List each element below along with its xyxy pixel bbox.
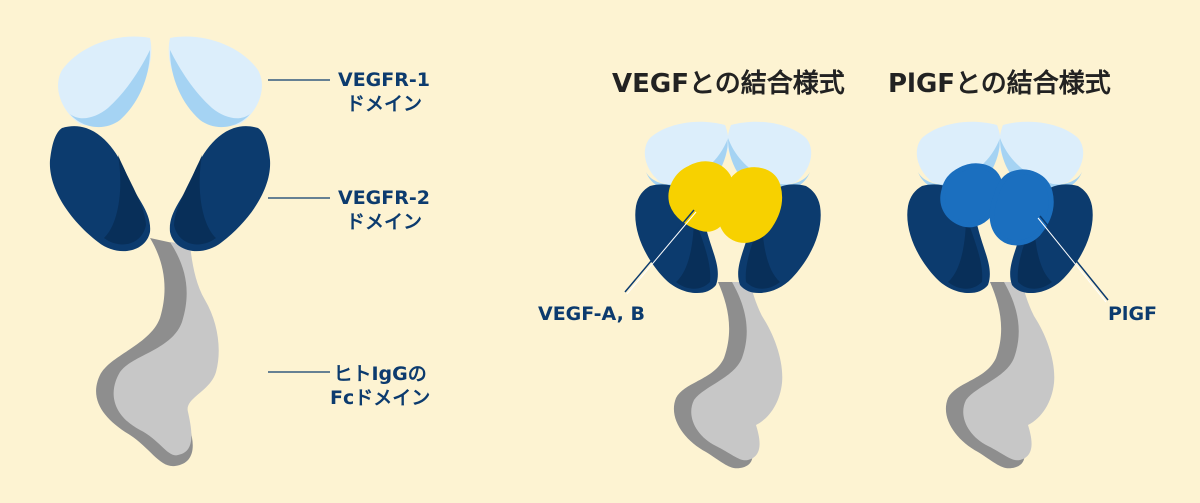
plgf-ligand-pointer-line [1039, 215, 1109, 301]
plgf-ligand-shape [940, 163, 1054, 246]
vegfr1-domain-label: VEGFR-1 ドメイン [338, 68, 430, 116]
vegfr2-label-line2: ドメイン [345, 211, 422, 233]
plgf-ligand-label: PlGF [1108, 303, 1158, 325]
fc-label-line1: ヒトIgGの [333, 363, 427, 385]
vegfr2-domain-label: VEGFR-2 ドメイン [338, 186, 430, 234]
vegf-binding-title: VEGFとの結合様式 [612, 69, 845, 99]
fc-domain-shape [96, 238, 219, 467]
plgf-binding-title: PlGFとの結合様式 [888, 69, 1111, 99]
vegf-binding-molecule [635, 121, 821, 469]
vegfr2-label-line1: VEGFR-2 [338, 187, 430, 209]
fc-label-line2: Fcドメイン [330, 387, 431, 409]
aflibercept-molecule [49, 36, 271, 467]
plgf-binding-molecule [907, 121, 1093, 469]
vegf-ligand-pointer-line [624, 209, 695, 293]
fc-domain-label: ヒトIgGの Fcドメイン [330, 362, 430, 410]
vegf-ligand-shape [668, 161, 783, 243]
vegfr1-label-line1: VEGFR-1 [338, 69, 430, 91]
vegf-ligand-label: VEGF-A, B [538, 303, 645, 325]
vegfr1-label-line2: ドメイン [345, 93, 422, 115]
